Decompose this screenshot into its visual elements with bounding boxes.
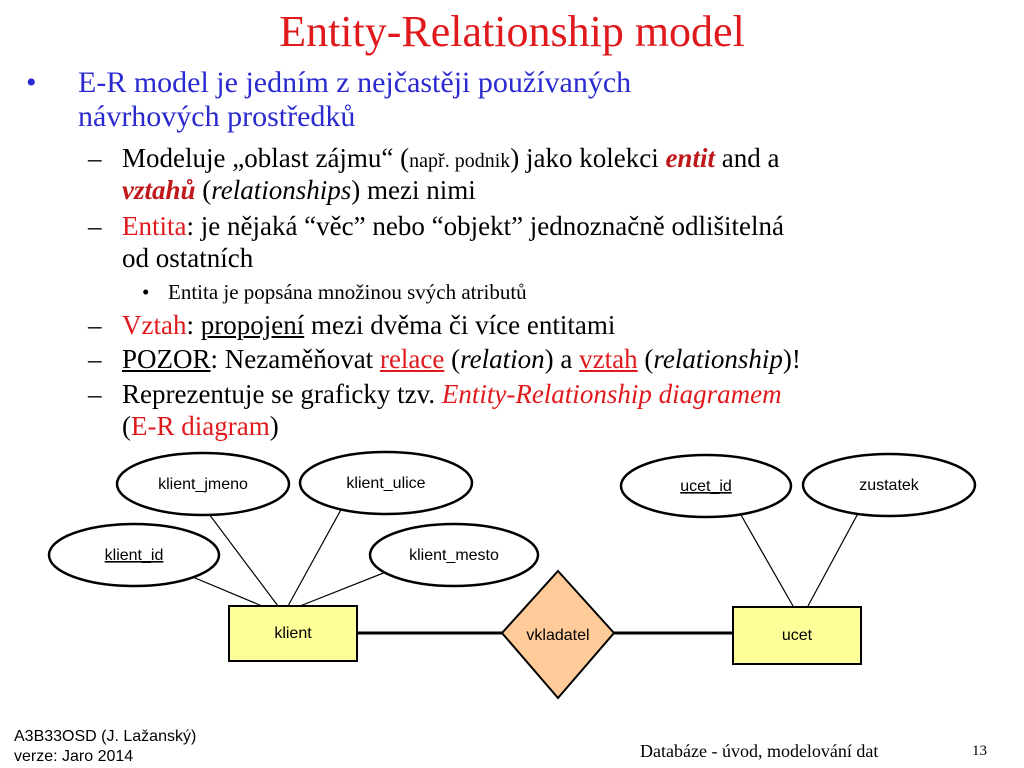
edge-zustatek: [807, 505, 863, 607]
er-diagram: klient_jmeno klient_ulice klient_id klie…: [47, 450, 977, 700]
page-number: 13: [972, 743, 987, 759]
attribute-klient-mesto-label: klient_mesto: [409, 547, 499, 564]
slide-title: Entity-Relationship model: [279, 7, 745, 56]
attribute-ucet-id: ucet_id: [619, 453, 793, 519]
sub-bullet-modeluje-line2: vztahů (relationships) mezi nimi: [122, 175, 476, 205]
entity-klient-label: klient: [274, 625, 312, 642]
attribute-klient-jmeno-label: klient_jmeno: [158, 476, 248, 493]
footer-subject: Databáze - úvod, modelování dat: [640, 741, 879, 761]
edge-klient-ulice: [287, 505, 344, 607]
attribute-klient-id-label: klient_id: [105, 547, 164, 564]
bullet-er-model-line2: návrhových prostředků: [78, 100, 356, 133]
attribute-ucet-id-label: ucet_id: [680, 478, 732, 495]
dash-marker: –: [88, 143, 102, 173]
sub-bullet-modeluje-line1: Modeluje „oblast zájmu“ (např. podnik) j…: [122, 143, 780, 173]
bullet-marker: •: [142, 280, 150, 304]
attribute-klient-ulice: klient_ulice: [298, 450, 474, 516]
footer-course: A3B33OSD (J. Lažanský): [14, 728, 197, 745]
sub-bullet-reprezentuje-line1: Reprezentuje se graficky tzv. Entity-Rel…: [122, 379, 782, 409]
entity-ucet-label: ucet: [782, 627, 813, 644]
dash-marker: –: [88, 310, 102, 340]
sub-bullet-reprezentuje-line2: (E-R diagram): [122, 411, 279, 441]
dash-marker: –: [88, 211, 102, 241]
bullet-marker: •: [26, 66, 37, 99]
subsub-bullet-atributy-text: Entita je popsána množinou svých atribut…: [168, 280, 527, 304]
bullet-er-model-line1: E-R model je jedním z nejčastěji používa…: [78, 66, 632, 99]
dash-marker: –: [88, 344, 102, 374]
attribute-klient-mesto: klient_mesto: [368, 522, 540, 588]
relationship-vkladatel-label: vkladatel: [526, 627, 589, 644]
sub-bullet-pozor-text: POZOR: Nezaměňovat relace (relation) a v…: [122, 344, 801, 374]
entity-klient: klient: [228, 605, 358, 662]
edge-klient-jmeno: [202, 505, 279, 607]
sub-bullet-entita-line1: Entita: je nějaká “věc” nebo “objekt” je…: [122, 211, 784, 241]
footer-term: verze: Jaro 2014: [14, 748, 134, 765]
dash-marker: –: [88, 379, 102, 409]
attribute-zustatek-label: zustatek: [859, 477, 920, 494]
sub-bullet-vztah-text: Vztah: propojení mezi dvěma či více enti…: [122, 310, 616, 340]
footer-course-info: A3B33OSD (J. Lažanský) verze: Jaro 2014: [14, 727, 196, 767]
entity-ucet: ucet: [732, 606, 862, 665]
relationship-vkladatel: vkladatel: [500, 569, 616, 700]
attribute-klient-jmeno: klient_jmeno: [115, 451, 291, 517]
edge-klient-mesto: [299, 569, 392, 607]
attribute-klient-id: klient_id: [47, 522, 221, 588]
attribute-zustatek: zustatek: [801, 452, 977, 518]
edge-ucet-id: [736, 507, 794, 607]
sub-bullet-entita-line2: od ostatních: [122, 243, 254, 273]
attribute-klient-ulice-label: klient_ulice: [346, 475, 425, 492]
